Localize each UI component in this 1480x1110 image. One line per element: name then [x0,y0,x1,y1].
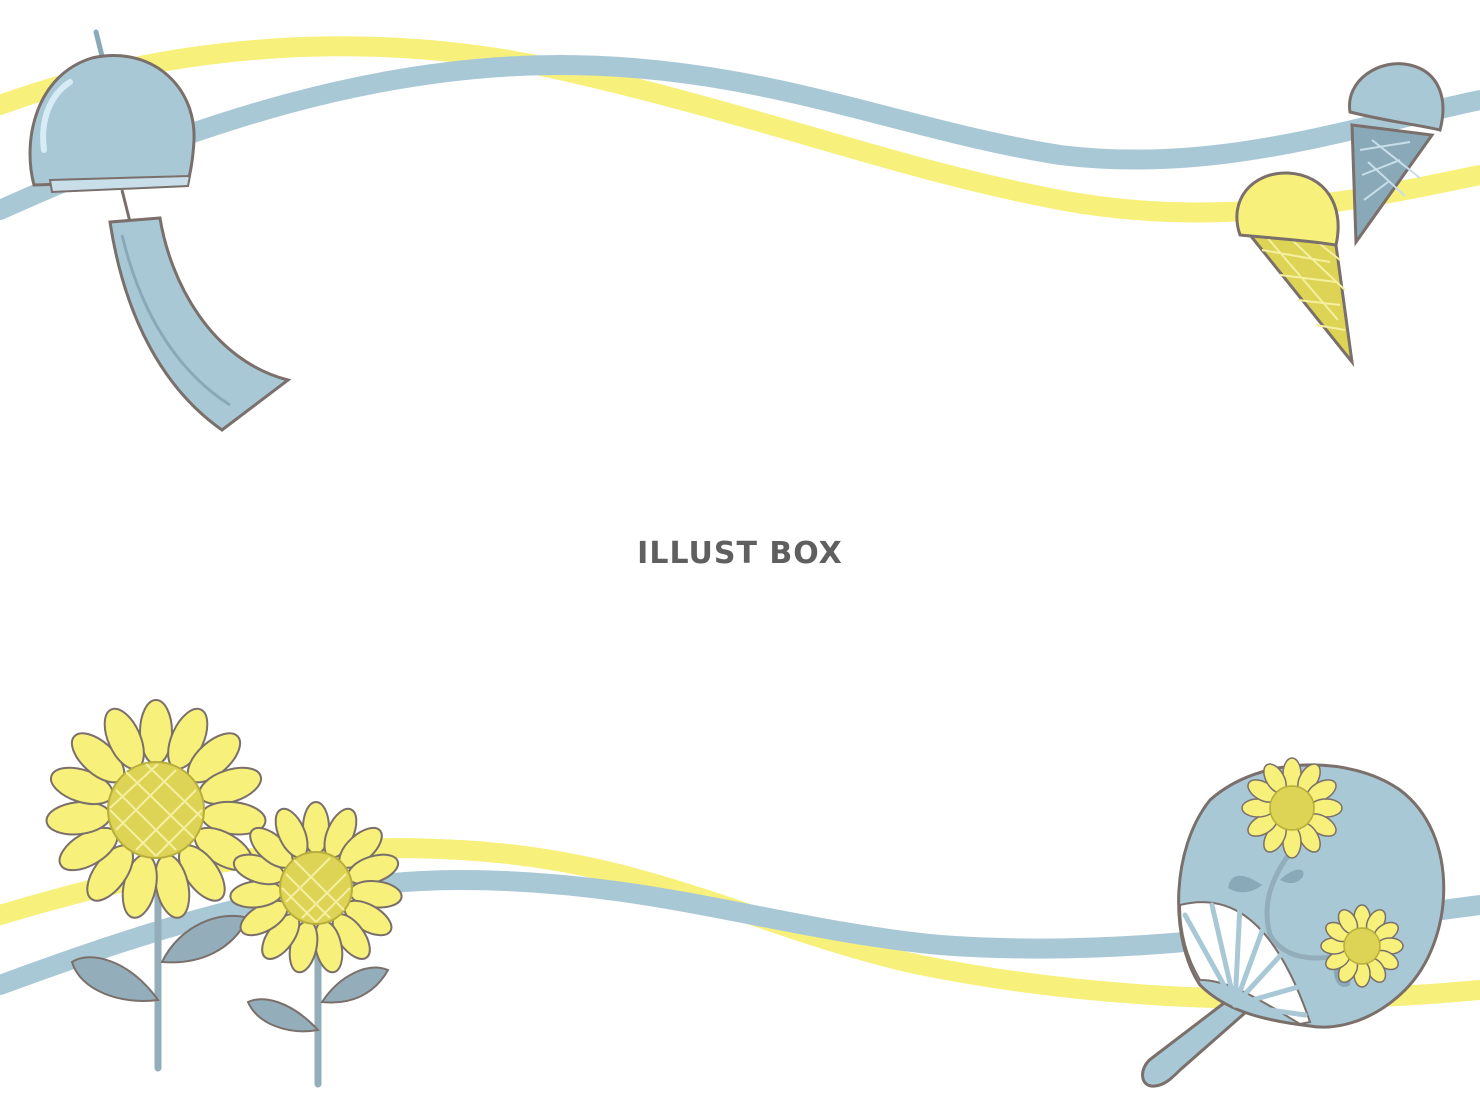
top-blue-stripe [0,55,1480,220]
wind-chime-icon [28,29,292,432]
chime-paper-strip [108,216,292,432]
watermark-text: ILLUST BOX [637,536,843,571]
ice-cream-cone-icon [1235,62,1445,368]
sunflower-icon [45,699,403,1088]
uchiwa-fan-icon [1141,757,1446,1088]
chime-bell [28,54,196,187]
